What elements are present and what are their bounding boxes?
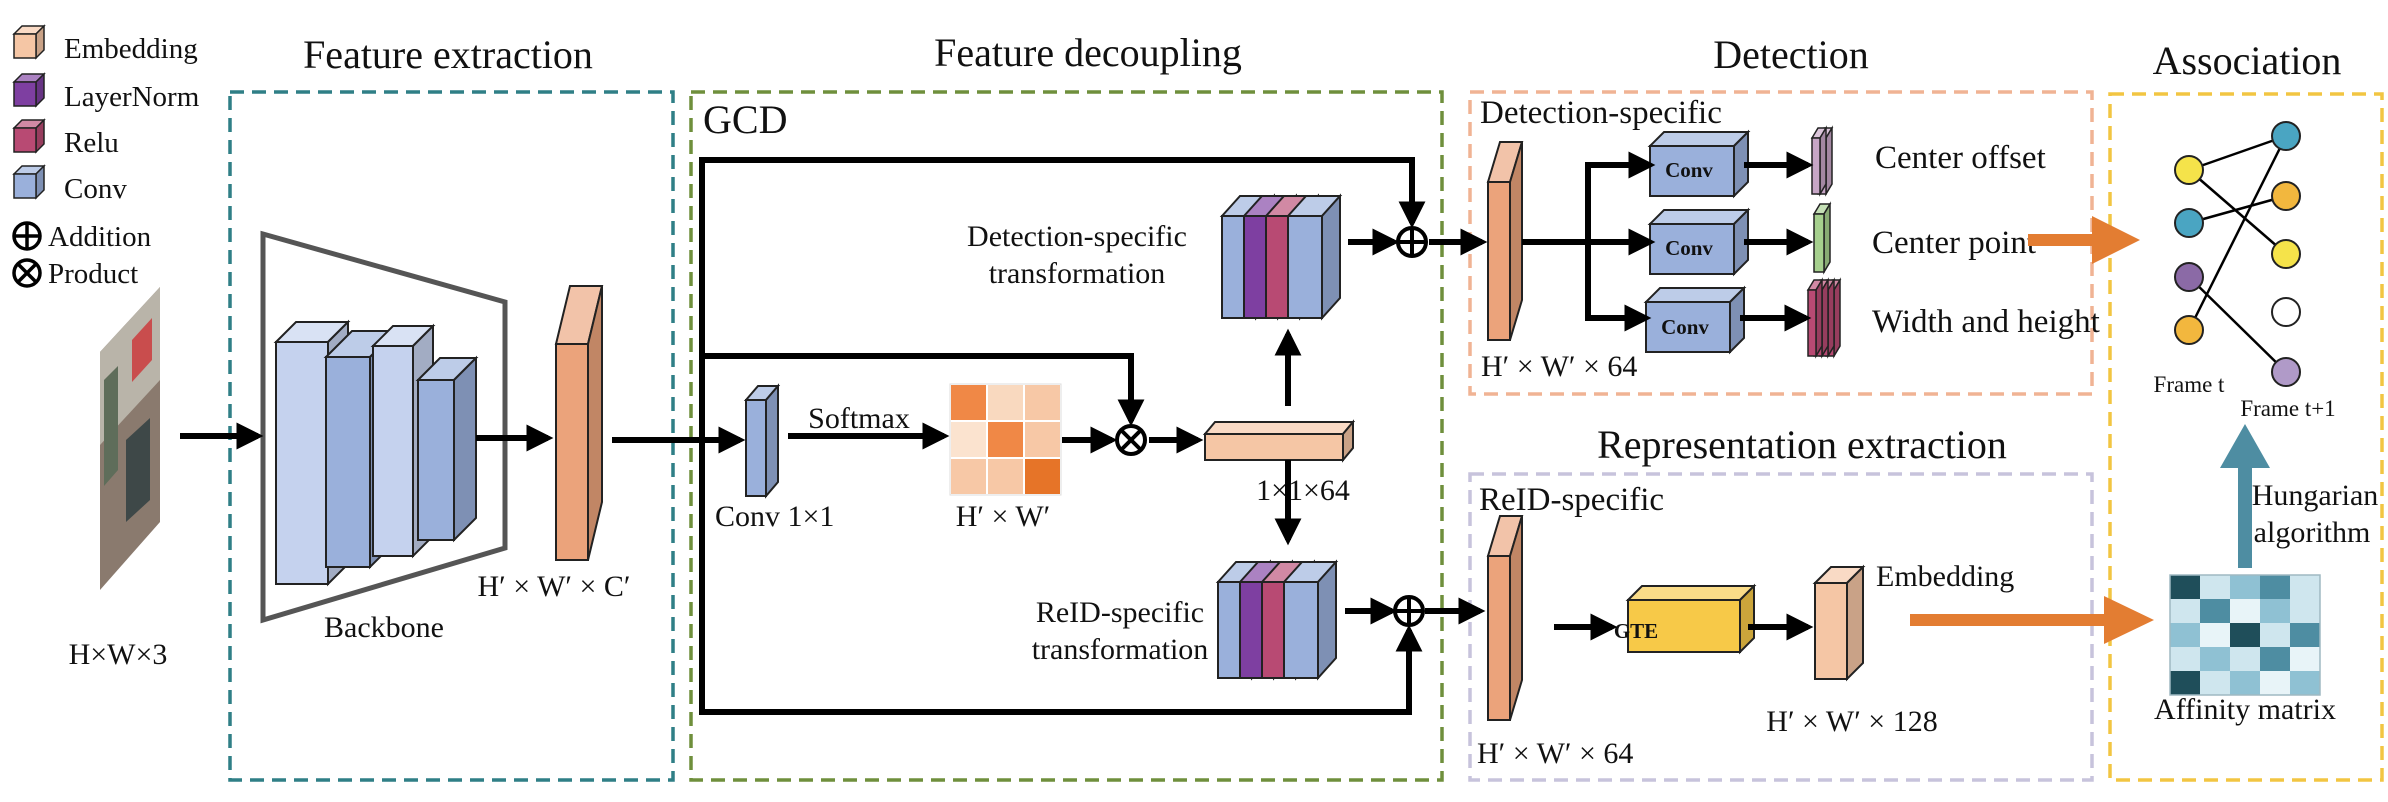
bipartite-graph [2187,134,2288,373]
output-embedding [1812,564,1866,682]
det-transform-label-line1: Detection-specific [967,220,1187,253]
backbone-conv-blocks [273,319,479,587]
reid-feature-embedding [1486,515,1524,721]
arrow-detection-to-association [2028,216,2140,264]
input-image [100,287,160,590]
input-dims-label: H×W×3 [69,638,168,671]
graph-node-8 [2271,357,2301,387]
conv-label-offset: Conv [1665,158,1713,182]
width-height-label: Width and height [1872,304,2100,340]
arrow-to-conv-size [1585,242,1652,332]
center-offset-head [1810,125,1834,197]
graph-node-1 [2174,208,2204,238]
legend-relu-label: Relu [64,127,119,159]
detection-specific-label: Detection-specific [1480,95,1722,131]
reid-transform-label-line2: transformation [1032,633,1209,666]
conv1x1-block [743,383,781,499]
frame-t-label: Frame t [2154,372,2226,397]
context-vector-embedding [1202,419,1356,463]
graph-nodes [2174,121,2301,387]
context-vector-dims: 1×1×64 [1256,474,1350,507]
conv1x1-label: Conv 1×1 [715,500,834,533]
addition-operator-bottom-icon [1393,595,1425,627]
graph-node-3 [2174,315,2204,345]
section-title-detection: Detection [1713,32,1869,77]
legend-layernorm-label: LayerNorm [64,81,200,113]
detection-feature-embedding [1486,141,1524,341]
legend-embedding-label: Embedding [64,33,198,65]
legend-conv-swatch [12,164,46,200]
legend-relu-swatch [12,118,46,154]
arrow-embedding-to-affinity [1910,596,2154,644]
center-point-head [1812,201,1832,275]
legend-addition-label: Addition [48,221,152,253]
gcd-label: GCD [703,97,787,142]
detection-conv-center [1647,207,1751,277]
reid-transform-label-line1: ReID-specific [1036,596,1204,629]
section-title-representation-extraction: Representation extraction [1597,422,2007,467]
softmax-label: Softmax [808,402,910,435]
center-point-label: Center point [1872,225,2036,261]
reid-transformation-stack [1215,559,1339,681]
conv-label-size: Conv [1661,315,1709,339]
backbone-trapezoid [260,230,508,624]
graph-node-7 [2271,297,2301,327]
feature-decoupling-box [689,90,1444,782]
detection-feature-dims: H′ × W′ × 64 [1481,350,1637,383]
gte-block [1625,583,1757,655]
hungarian-label-line2: algorithm [2254,516,2371,549]
detection-transformation-stack [1219,193,1343,321]
center-offset-label: Center offset [1875,140,2046,176]
frame-t1-label: Frame t+1 [2240,396,2335,421]
section-title-feature-decoupling: Feature decoupling [934,30,1242,75]
graph-node-0 [2174,155,2204,185]
association-box [2108,92,2384,782]
section-title-association: Association [2153,38,2342,83]
detection-conv-offset [1647,129,1751,199]
product-operator-icon [1115,424,1147,456]
arrow-hungarian-up [2220,424,2270,568]
reid-feature-dims: H′ × W′ × 64 [1477,737,1633,770]
connector-arrows [180,151,1814,715]
legend-embedding-swatch [12,24,46,60]
conv-label-center: Conv [1665,236,1713,260]
arrow-to-conv-offset [1585,151,1656,242]
legend-product-icon [12,258,42,288]
arrow-skip-to-bottom-add [699,440,1423,715]
legend-product-label: Product [48,258,138,290]
graph-node-2 [2174,262,2204,292]
detection-conv-size [1643,285,1747,355]
backbone-output-dims: H′ × W′ × C′ [478,570,631,603]
arrow-skip-to-top-add [699,157,1426,356]
attention-map-grid [949,383,1062,496]
gte-label: GTE [1614,619,1658,643]
graph-node-4 [2271,121,2301,151]
legend-addition-icon [12,221,42,251]
affinity-matrix-grid [2169,574,2321,696]
legend-conv-label: Conv [64,173,127,205]
arrow-skip-to-product [699,353,1145,440]
graph-node-6 [2271,239,2301,269]
reid-specific-label: ReID-specific [1479,482,1664,518]
backbone-output-embedding [554,285,604,561]
width-height-head [1806,277,1842,359]
section-title-feature-extraction: Feature extraction [303,32,593,77]
representation-box [1468,472,2094,782]
legend-layernorm-swatch [12,72,46,108]
attention-map-dims: H′ × W′ [956,500,1050,533]
addition-operator-top-icon [1396,226,1428,258]
legend: Embedding LayerNorm Relu Conv Addition P… [12,24,200,290]
det-transform-label-line2: transformation [989,257,1166,290]
embedding-label: Embedding [1876,560,2014,593]
hungarian-label-line1: Hungarian [2252,479,2379,512]
affinity-matrix-label: Affinity matrix [2154,693,2336,726]
embedding-dims: H′ × W′ × 128 [1766,705,1937,738]
backbone-label: Backbone [324,611,444,644]
graph-node-5 [2271,181,2301,211]
